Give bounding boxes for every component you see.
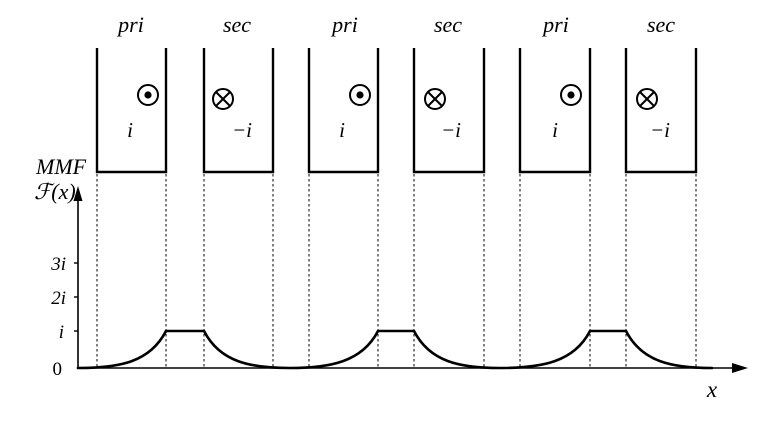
- axes: MMF ℱ(x) x 0 i 2i 3i: [34, 154, 748, 402]
- y-tick-label-0: 0: [53, 359, 63, 380]
- dot-in-circle-icon: [560, 84, 582, 106]
- mmf-curve: [76, 329, 714, 370]
- secondary-slot-label: sec: [647, 12, 675, 37]
- y-tick-label-2: 2i: [51, 288, 66, 309]
- secondary-current-label: −i: [441, 118, 461, 142]
- primary-current-label: i: [339, 118, 345, 142]
- y-tick-label-3: 3i: [50, 254, 66, 275]
- cross-in-circle-icon: [636, 88, 658, 110]
- secondary-slot: [624, 48, 698, 174]
- slot-group-1: pri sec i −i: [95, 12, 275, 174]
- primary-current-label: i: [552, 118, 558, 142]
- primary-slot: [518, 48, 592, 174]
- primary-slot: [95, 48, 168, 174]
- slot-edge-guides: [96, 174, 697, 368]
- secondary-slot-label: sec: [434, 12, 462, 37]
- slot-group-3: pri sec i −i: [518, 12, 698, 174]
- y-axis-arrow-icon: [73, 186, 83, 201]
- y-tick-label-1: i: [59, 322, 64, 343]
- primary-slot-label: pri: [541, 12, 569, 37]
- secondary-slot: [412, 48, 486, 174]
- secondary-current-label: −i: [650, 118, 670, 142]
- y-axis-title: MMF: [35, 154, 87, 179]
- secondary-slot-label: sec: [223, 12, 251, 37]
- dot-in-circle-icon: [137, 84, 159, 106]
- dot-in-circle-icon: [349, 84, 371, 106]
- cross-in-circle-icon: [424, 88, 446, 110]
- y-axis-function: ℱ(x): [34, 179, 76, 204]
- x-axis-arrow-icon: [732, 363, 748, 373]
- x-axis-label: x: [706, 377, 718, 402]
- primary-slot: [307, 48, 380, 174]
- slot-group-2: pri sec i −i: [307, 12, 486, 174]
- primary-current-label: i: [127, 118, 133, 142]
- secondary-slot: [202, 48, 275, 174]
- primary-slot-label: pri: [330, 12, 358, 37]
- cross-in-circle-icon: [212, 88, 234, 110]
- primary-slot-label: pri: [116, 12, 144, 37]
- secondary-current-label: −i: [232, 118, 252, 142]
